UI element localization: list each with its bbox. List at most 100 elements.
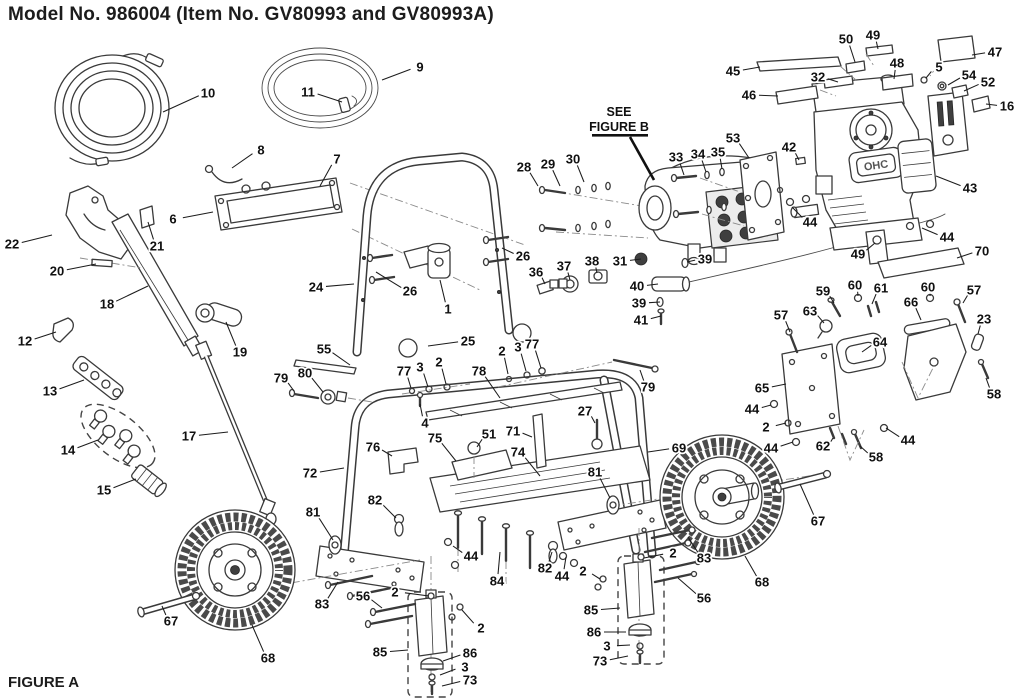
leader-line: [648, 301, 661, 304]
leader-line: [985, 377, 991, 388]
callout-53: 53: [726, 131, 740, 146]
leader-line: [442, 654, 461, 662]
callout-44: 44: [745, 402, 760, 417]
leader-line: [332, 352, 351, 366]
leader-line: [780, 441, 794, 447]
callout-74: 74: [511, 445, 526, 460]
part-pump-fittings: [536, 213, 946, 326]
leader-line: [59, 379, 85, 390]
callout-44: 44: [940, 230, 955, 245]
leader-line: [761, 404, 772, 409]
leader-line: [563, 556, 567, 570]
leader-line: [182, 211, 214, 219]
callout-36: 36: [529, 265, 543, 280]
leader-line: [719, 158, 723, 170]
callout-33: 33: [669, 150, 683, 165]
part-pump-mount-bolts: [538, 181, 611, 233]
leader-line: [371, 599, 383, 609]
callout-3: 3: [416, 360, 423, 375]
see-figure-underline: [592, 134, 648, 137]
leader-line: [971, 52, 986, 56]
callout-41: 41: [634, 313, 648, 328]
part-pressure-hose: [54, 53, 170, 167]
callout-2: 2: [435, 355, 442, 370]
leader-line: [956, 252, 973, 259]
leader-line: [375, 271, 402, 289]
callout-67: 67: [811, 514, 825, 529]
leader-line: [861, 344, 872, 353]
callout-83: 83: [315, 597, 329, 612]
callout-60: 60: [921, 280, 935, 295]
callout-16: 16: [1000, 99, 1014, 114]
callout-82: 82: [538, 561, 552, 576]
leader-line: [34, 331, 57, 340]
leader-line: [325, 283, 355, 287]
callout-20: 20: [50, 264, 64, 279]
callout-32: 32: [811, 70, 825, 85]
leader-line: [686, 259, 696, 263]
callout-15: 15: [97, 483, 111, 498]
part-decals: [756, 35, 991, 113]
callout-13: 13: [43, 384, 57, 399]
callout-44: 44: [764, 441, 779, 456]
leader-line: [639, 369, 645, 381]
callout-46: 46: [742, 88, 756, 103]
callout-45: 45: [726, 64, 740, 79]
leader-line: [21, 234, 53, 243]
leader-line: [947, 77, 961, 86]
callout-49: 49: [866, 28, 880, 43]
callout-83: 83: [697, 551, 711, 566]
leader-line: [629, 258, 642, 261]
callout-57: 57: [967, 283, 981, 298]
callout-44: 44: [901, 433, 916, 448]
callout-40: 40: [630, 279, 644, 294]
callout-69: 69: [672, 441, 686, 456]
leader-line: [419, 403, 423, 417]
part-spray-wand: [195, 340, 277, 526]
leader-line: [162, 95, 200, 113]
callout-80: 80: [298, 366, 312, 381]
callout-58: 58: [987, 387, 1001, 402]
callout-5: 5: [935, 60, 942, 75]
callout-30: 30: [566, 152, 580, 167]
callout-86: 86: [463, 646, 477, 661]
callout-9: 9: [416, 60, 423, 75]
leader-line: [859, 445, 869, 454]
leader-line: [742, 66, 761, 71]
callout-6: 6: [169, 212, 176, 227]
leader-line: [548, 551, 553, 562]
leader-line: [646, 283, 659, 286]
callout-26: 26: [516, 249, 530, 264]
callout-28: 28: [517, 160, 531, 175]
callout-81: 81: [306, 505, 320, 520]
callout-79: 79: [641, 380, 655, 395]
leader-line: [643, 553, 664, 559]
callout-17: 17: [182, 429, 196, 444]
callout-14: 14: [61, 443, 76, 458]
callout-63: 63: [803, 304, 817, 319]
callout-61: 61: [874, 281, 888, 296]
leader-line: [476, 438, 483, 448]
leader-line: [535, 350, 542, 369]
callout-2: 2: [579, 564, 586, 579]
see-figure-line1: SEE: [606, 105, 631, 119]
callout-52: 52: [981, 75, 995, 90]
callout-1: 1: [444, 302, 451, 317]
callout-72: 72: [303, 466, 317, 481]
leader-line: [113, 478, 137, 489]
leader-line: [327, 581, 339, 599]
callout-8: 8: [257, 143, 264, 158]
callout-11: 11: [301, 85, 315, 100]
callout-49: 49: [851, 247, 865, 262]
callout-62: 62: [816, 439, 830, 454]
callout-39: 39: [632, 296, 646, 311]
callout-73: 73: [463, 673, 477, 688]
leader-line: [738, 143, 750, 159]
callout-82: 82: [368, 493, 382, 508]
see-figure-b-annotation: SEE FIGURE B: [588, 104, 656, 181]
callout-68: 68: [755, 575, 769, 590]
leader-line: [595, 267, 598, 274]
leader-line: [799, 483, 815, 515]
leader-line: [985, 103, 998, 106]
